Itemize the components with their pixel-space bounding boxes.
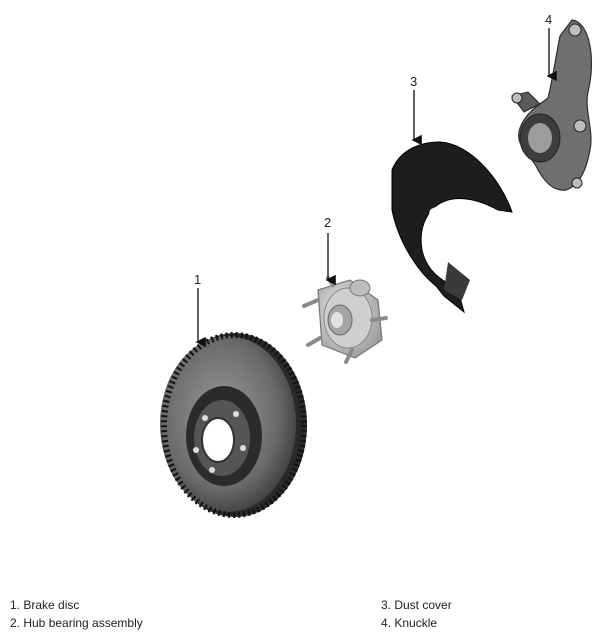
knuckle-illustration	[511, 19, 593, 191]
legend-item-brake-disc: 1. Brake disc	[10, 598, 80, 612]
brake-disc-illustration	[160, 332, 307, 518]
exploded-parts-diagram: 1 2 3 4	[160, 12, 593, 518]
callout-number-1: 1	[194, 272, 201, 287]
callout-number-4: 4	[545, 12, 552, 27]
dust-cover-illustration	[391, 141, 513, 314]
hub-bearing-illustration	[302, 276, 388, 364]
legend-item-dust-cover: 3. Dust cover	[381, 598, 452, 612]
callout-number-2: 2	[324, 215, 331, 230]
callout-number-3: 3	[410, 74, 417, 89]
legend-item-knuckle: 4. Knuckle	[381, 616, 438, 630]
legend-item-hub-bearing-assembly: 2. Hub bearing assembly	[10, 616, 143, 630]
